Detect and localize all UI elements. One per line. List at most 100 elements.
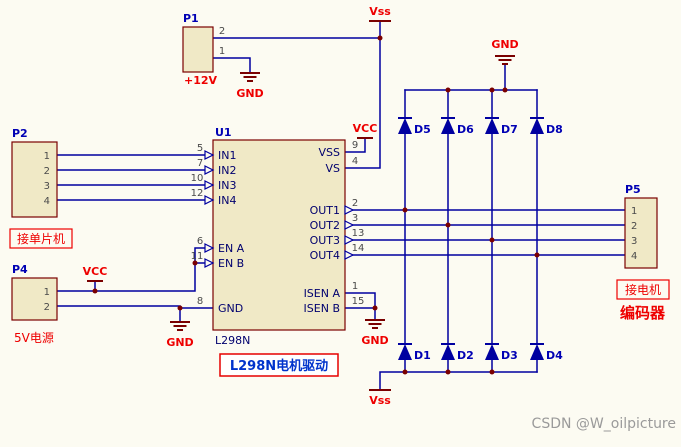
watermark-text: CSDN @W_oilpicture: [532, 416, 676, 432]
net-p1-gnd: [212, 57, 251, 74]
pin-name-vs: VS: [325, 162, 340, 175]
diode-d6: D6: [441, 117, 474, 136]
gnd-top-label: GND: [491, 38, 518, 51]
pin-num-in1: 5: [197, 143, 203, 154]
junction-dot: [489, 87, 495, 93]
junction-dot: [534, 252, 540, 258]
vcc-symbol-ic: VCC: [353, 122, 378, 139]
net-enable: [56, 247, 214, 292]
connector-p1-body: [182, 26, 214, 73]
pin-num-vs: 4: [352, 156, 358, 167]
net-outputs: [344, 209, 626, 256]
gnd-symbol-isen: GND: [361, 319, 389, 347]
connector-p5: P5 1 2 3 4 接电机 编码器: [616, 183, 670, 322]
ic-caption-box: [219, 353, 339, 377]
junction-dot: [372, 305, 378, 311]
diode-d8-triangle: [530, 118, 544, 134]
pin-num-ena: 6: [197, 236, 203, 247]
diode-d1-triangle: [398, 344, 412, 360]
connector-p5-ref: P5: [625, 183, 641, 196]
connector-p2: P2 1 2 3 4 接单片机: [9, 127, 73, 249]
p4-caption: 5V电源: [14, 331, 54, 345]
pin-num-in3: 10: [191, 173, 204, 184]
ic-u1-ref: U1: [215, 126, 232, 139]
pin-name-in3: IN3: [218, 179, 236, 192]
p1-pin1-number: 1: [219, 46, 225, 57]
diode-d3-triangle: [485, 344, 499, 360]
net-diode-columns: [404, 89, 538, 373]
ic-u1-part: L298N: [215, 334, 250, 347]
diode-d3-label: D3: [501, 349, 518, 362]
vss-top-label: Vss: [369, 5, 391, 18]
arrow-icon-in4: [204, 195, 215, 205]
p2-caption: 接单片机: [17, 231, 65, 246]
junction-dot: [489, 369, 495, 375]
diode-d1-label: D1: [414, 349, 431, 362]
gnd-symbol-top: GND: [491, 38, 519, 65]
connector-p2-body: [11, 141, 58, 218]
pin-name-out2: OUT2: [310, 219, 340, 232]
pin-num-isena: 1: [352, 281, 358, 292]
arrow-icon-out2: [344, 220, 355, 230]
diode-d2: D2: [441, 343, 474, 362]
junction-dot: [445, 222, 451, 228]
pin-name-isenb: ISEN B: [304, 302, 340, 315]
diode-d8-label: D8: [546, 123, 563, 136]
pin-num-gnd: 8: [197, 296, 203, 307]
diode-d7: D7: [485, 117, 518, 136]
net-gnd-top-rail: [404, 63, 538, 91]
pin-num-in4: 12: [191, 188, 204, 199]
diode-d4-label: D4: [546, 349, 563, 362]
pin-name-isena: ISEN A: [304, 287, 341, 300]
gnd-symbol-isen-bars: [365, 319, 385, 329]
diode-d7-triangle: [485, 118, 499, 134]
junction-dot: [502, 87, 508, 93]
diode-d4: D4: [530, 343, 563, 362]
ic-caption: L298N电机驱动: [230, 358, 328, 374]
arrow-icon-enb: [204, 258, 215, 268]
connector-p1: P1 2 1 +12V: [182, 12, 225, 87]
junction-dot: [92, 288, 98, 294]
pin-num-vss: 9: [352, 140, 358, 151]
connector-p2-ref: P2: [12, 127, 28, 140]
pin-num-isenb: 15: [352, 296, 365, 307]
arrow-icon-out3: [344, 235, 355, 245]
diode-d2-triangle: [441, 344, 455, 360]
gnd-label-p1: GND: [236, 87, 263, 100]
arrow-icon-in2: [204, 165, 215, 175]
vcc-p4-label: VCC: [83, 265, 108, 278]
pin-name-out1: OUT1: [310, 204, 340, 217]
pin-name-ena: EN A: [218, 242, 245, 255]
connector-p4: P4 1 2 5V电源: [11, 263, 58, 345]
gnd-symbol-left-bars: [170, 321, 190, 331]
diode-d4-triangle: [530, 344, 544, 360]
arrow-icon-in1: [204, 150, 215, 160]
gnd-symbol-p1-bars: [240, 72, 260, 82]
arrow-icon-out1: [344, 205, 355, 215]
vss-power-symbol-bottom: Vss: [369, 389, 391, 407]
pin-num-out1: 2: [352, 198, 358, 209]
net-gnd-left: [56, 305, 214, 323]
pin-name-vss: VSS: [319, 146, 341, 159]
output-pin-arrow-icons: [344, 205, 355, 260]
gnd-symbol-p1: GND: [236, 72, 264, 100]
arrow-icon-out4: [344, 250, 355, 260]
diode-d1: D1: [398, 343, 431, 362]
net-vss-top: [212, 20, 381, 169]
junction-dot: [192, 260, 198, 266]
junction-dot: [402, 369, 408, 375]
input-pin-arrow-icons: [204, 150, 215, 268]
pin-name-in4: IN4: [218, 194, 236, 207]
connector-p1-ref: P1: [183, 12, 199, 25]
diodes-top-row: D5 D6 D7 D8: [398, 117, 563, 136]
ic-u1: U1 L298N IN1 IN2 IN3 IN4 EN A EN B GND 5…: [191, 126, 365, 377]
vcc-ic-label: VCC: [353, 122, 378, 135]
vss-bottom-label: Vss: [369, 394, 391, 407]
pin-num-enb: 11: [191, 251, 204, 262]
gnd-symbol-left: GND: [166, 321, 194, 349]
pin-num-in2: 7: [197, 158, 203, 169]
diode-d5-triangle: [398, 118, 412, 134]
p1-pin2-number: 2: [219, 26, 225, 37]
p2-caption-box: [9, 228, 73, 249]
